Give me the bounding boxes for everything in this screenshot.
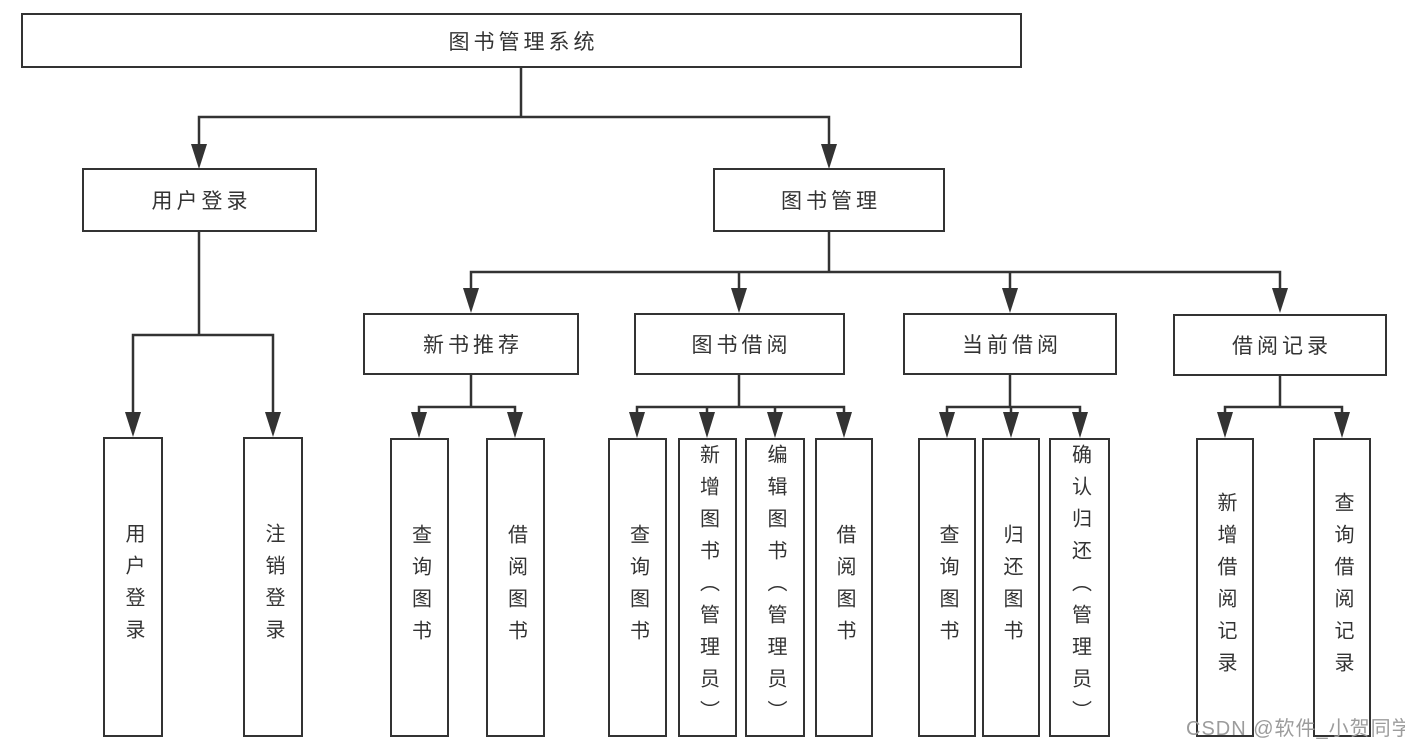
node-label: 用户登录 [122, 523, 144, 651]
arrowhead [125, 412, 141, 437]
arrowhead [191, 144, 207, 169]
leaf-user-login: 用户登录 [103, 437, 163, 737]
node-label: 新增借阅记录 [1214, 491, 1236, 684]
node-user-login: 用户登录 [82, 168, 317, 232]
arrowhead [1002, 288, 1018, 313]
node-label: 借阅图书 [504, 523, 527, 652]
node-borrow-records: 借阅记录 [1173, 314, 1387, 376]
arrowhead [411, 412, 427, 438]
arrowhead [1334, 412, 1350, 438]
arrowhead [939, 412, 955, 438]
leaf-rec-query-books: 查询图书 [390, 438, 449, 737]
leaf-bb-borrow-books: 借阅图书 [815, 438, 873, 737]
leaf-cb-query-books: 查询图书 [918, 438, 976, 737]
arrowhead [1072, 412, 1088, 438]
leaf-br-query-record: 查询借阅记录 [1313, 438, 1371, 737]
node-label: 注销登录 [262, 523, 284, 651]
node-label: 确认归还（管理员） [1068, 443, 1091, 732]
leaf-bb-edit-books-admin: 编辑图书（管理员） [745, 438, 805, 737]
leaf-rec-borrow-books: 借阅图书 [486, 438, 545, 737]
edge-root-to-level2 [191, 66, 837, 169]
node-label: 借阅图书 [833, 523, 855, 652]
node-root-system: 图书管理系统 [21, 13, 1022, 68]
node-book-borrow: 图书借阅 [634, 313, 845, 375]
leaf-logout: 注销登录 [243, 437, 303, 737]
node-book-mgmt: 图书管理 [713, 168, 945, 232]
arrowhead [731, 288, 747, 313]
arrowhead [767, 412, 783, 438]
arrowhead [507, 412, 523, 438]
arrowhead [1003, 412, 1019, 438]
arrowhead [1217, 412, 1233, 438]
node-label: 用户登录 [151, 190, 252, 213]
node-current-borrow: 当前借阅 [903, 313, 1117, 375]
node-label: 当前借阅 [962, 334, 1062, 357]
node-new-book-rec: 新书推荐 [363, 313, 579, 375]
node-label: 图书借阅 [691, 334, 792, 357]
arrowhead [699, 412, 715, 438]
leaf-bb-query-books: 查询图书 [608, 438, 667, 737]
edge-current-borrow-to-leaves [939, 373, 1088, 438]
edge-new-book-rec-to-leaves [411, 373, 523, 438]
node-label: 查询图书 [626, 523, 649, 652]
arrowhead [836, 412, 852, 438]
edge-book-borrow-to-leaves [629, 373, 852, 438]
arrowhead [629, 412, 645, 438]
node-label: 新增图书（管理员） [696, 443, 719, 732]
arrowhead [463, 288, 479, 313]
arrowhead [265, 412, 281, 437]
node-label: 归还图书 [1000, 523, 1022, 652]
watermark: CSDN @软件_小贺同学 [1186, 718, 1405, 740]
leaf-br-add-record: 新增借阅记录 [1196, 438, 1254, 737]
node-label: 新书推荐 [423, 334, 523, 357]
node-label: 借阅记录 [1232, 335, 1332, 358]
node-label: 编辑图书（管理员） [764, 443, 786, 732]
node-label: 查询图书 [408, 523, 431, 652]
node-label: 图书管理 [781, 190, 881, 213]
leaf-cb-confirm-return-admin: 确认归还（管理员） [1049, 438, 1110, 737]
node-label: 查询图书 [936, 523, 958, 652]
edge-book-mgmt-to-level3 [463, 230, 1288, 313]
edge-user-login-to-leaves [125, 230, 281, 437]
arrowhead [1272, 288, 1288, 313]
node-label: 图书管理系统 [448, 30, 599, 54]
node-label: 查询借阅记录 [1331, 491, 1353, 684]
arrowhead [821, 144, 837, 169]
leaf-cb-return-books: 归还图书 [982, 438, 1040, 737]
leaf-bb-add-books-admin: 新增图书（管理员） [678, 438, 737, 737]
edge-borrow-records-to-leaves [1217, 374, 1350, 438]
